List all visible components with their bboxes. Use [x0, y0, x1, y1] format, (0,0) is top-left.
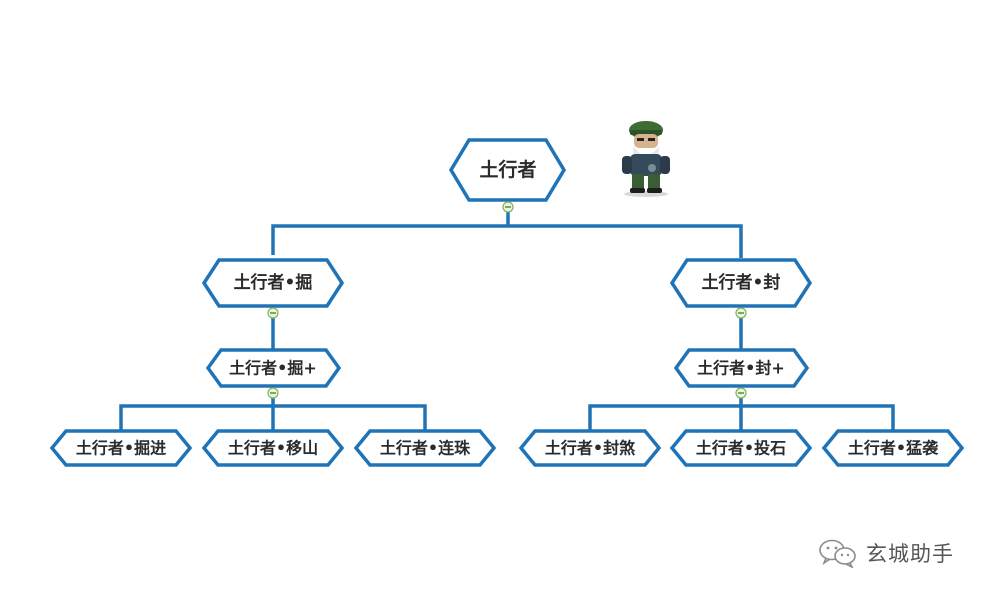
- node-branch-2-upgrade[interactable]: 土行者•封+: [673, 348, 810, 388]
- collapse-toggle-branch-1[interactable]: [267, 307, 279, 319]
- collapse-toggle-root[interactable]: [502, 201, 514, 213]
- collapse-toggle-branch-1-upgrade[interactable]: [267, 387, 279, 399]
- node-branch-1-child-3[interactable]: 土行者•连珠: [353, 429, 497, 467]
- node-branch-1-child-2[interactable]: 土行者•移山: [201, 429, 345, 467]
- node-branch-1-label: 土行者•掘: [234, 272, 313, 293]
- collapse-toggle-branch-2-upgrade[interactable]: [735, 387, 747, 399]
- node-branch-2-upgrade-label: 土行者•封+: [697, 359, 785, 378]
- collapse-toggle-branch-2[interactable]: [735, 307, 747, 319]
- node-branch-1-child-1[interactable]: 土行者•掘进: [49, 429, 193, 467]
- node-branch-2[interactable]: 土行者•封: [669, 258, 813, 308]
- node-branch-2-child-2[interactable]: 土行者•投石: [669, 429, 813, 467]
- node-branch-2-child-3-label: 土行者•猛袭: [848, 439, 939, 458]
- node-branch-1[interactable]: 土行者•掘: [201, 258, 345, 308]
- node-branch-2-child-1-label: 土行者•封煞: [545, 439, 636, 458]
- node-branch-1-child-3-label: 土行者•连珠: [380, 439, 471, 458]
- character-sprite-icon: [622, 121, 670, 197]
- node-root[interactable]: 土行者: [448, 138, 567, 202]
- node-root-label: 土行者: [479, 158, 536, 181]
- connectors: [119, 200, 895, 430]
- node-branch-2-child-1[interactable]: 土行者•封煞: [518, 429, 662, 467]
- node-branch-2-child-3[interactable]: 土行者•猛袭: [821, 429, 965, 467]
- node-branch-2-child-2-label: 土行者•投石: [696, 439, 786, 458]
- watermark: 玄城助手: [818, 538, 954, 568]
- node-branch-1-upgrade-label: 土行者•掘+: [229, 359, 317, 378]
- watermark-text: 玄城助手: [866, 542, 954, 566]
- node-branch-1-child-2-label: 土行者•移山: [228, 439, 318, 458]
- node-branch-1-child-1-label: 土行者•掘进: [76, 439, 166, 458]
- node-branch-2-label: 土行者•封: [702, 272, 781, 293]
- node-branch-1-upgrade[interactable]: 土行者•掘+: [205, 348, 342, 388]
- wechat-icon: [819, 539, 856, 568]
